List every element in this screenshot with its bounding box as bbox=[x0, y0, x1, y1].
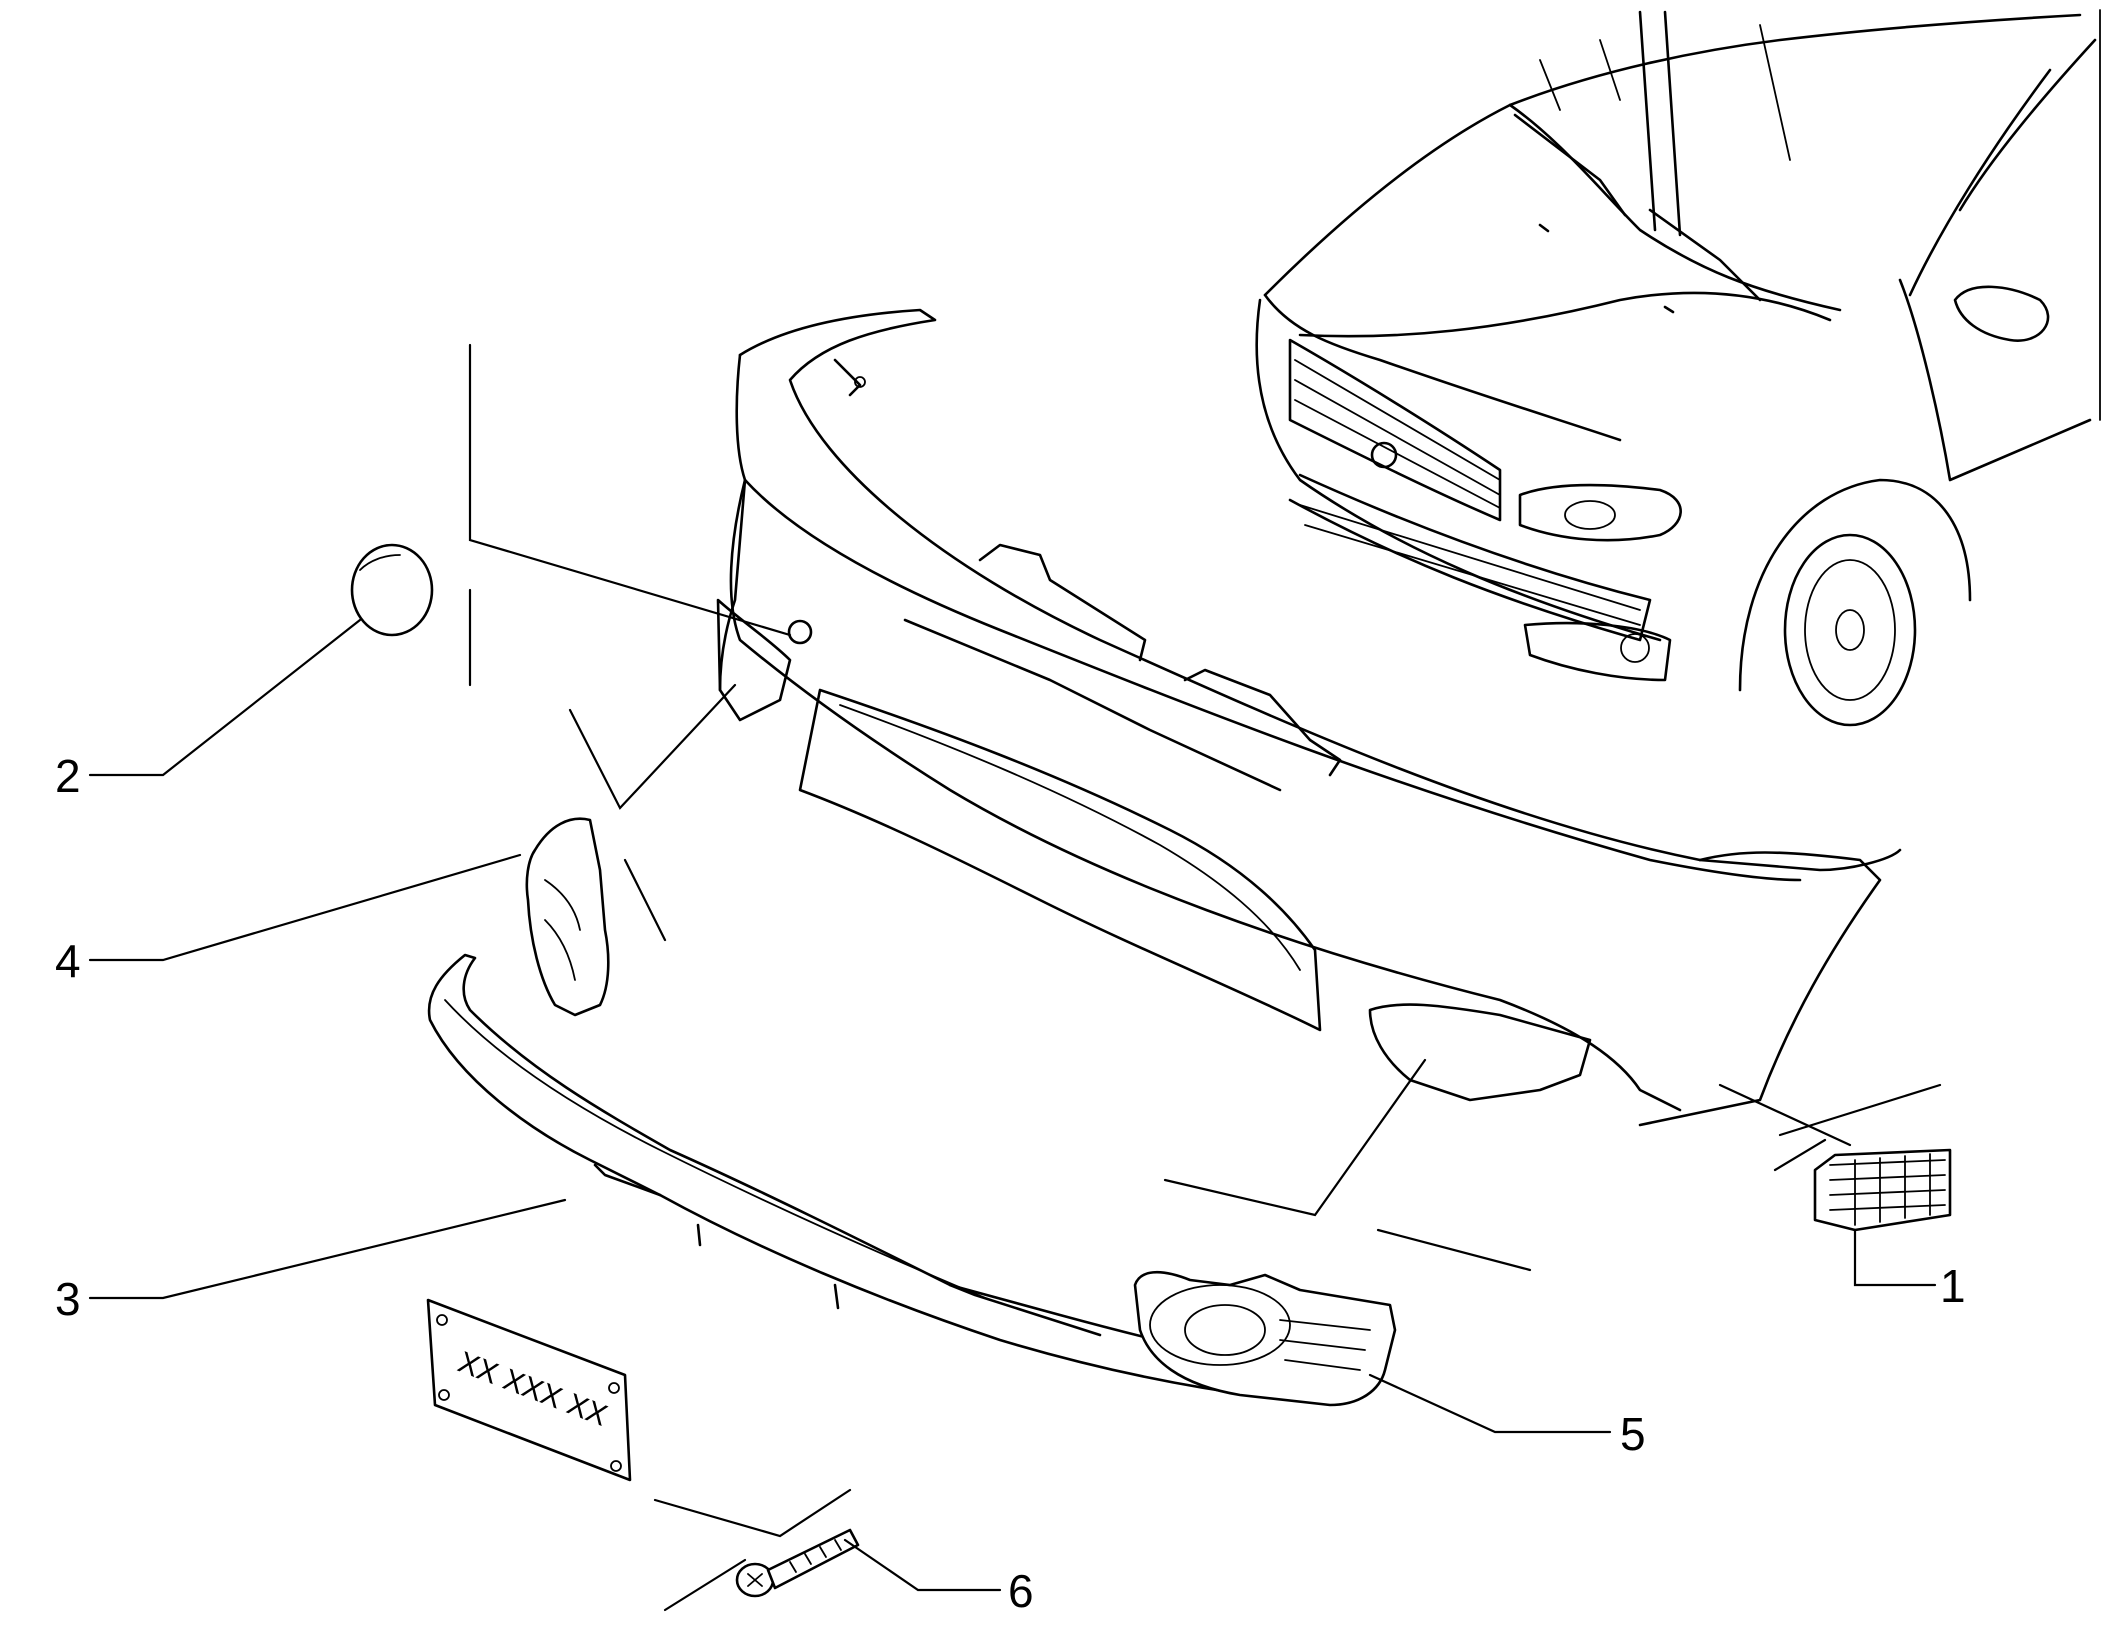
part-1-clip bbox=[1813, 1148, 1952, 1232]
callout-2: 2 bbox=[55, 750, 81, 802]
callout-5: 5 bbox=[1620, 1408, 1646, 1460]
part-6-screw bbox=[735, 1528, 860, 1598]
licence-plate: XX XXX XX bbox=[426, 1298, 632, 1482]
callout-3: 3 bbox=[55, 1273, 81, 1325]
leader-lines bbox=[88, 343, 1942, 1612]
callout-6: 6 bbox=[1008, 1565, 1034, 1617]
callout-4: 4 bbox=[55, 935, 81, 987]
part-4-bracket bbox=[525, 817, 610, 1017]
part-2-cap bbox=[350, 543, 434, 637]
callout-labels: 1 2 3 4 5 6 bbox=[55, 750, 1966, 1617]
car-illustration bbox=[1255, 9, 2101, 727]
part-5-fog-bezel bbox=[1133, 1270, 1397, 1407]
callout-1: 1 bbox=[1940, 1260, 1966, 1312]
front-bumper-cover bbox=[716, 308, 1902, 1127]
